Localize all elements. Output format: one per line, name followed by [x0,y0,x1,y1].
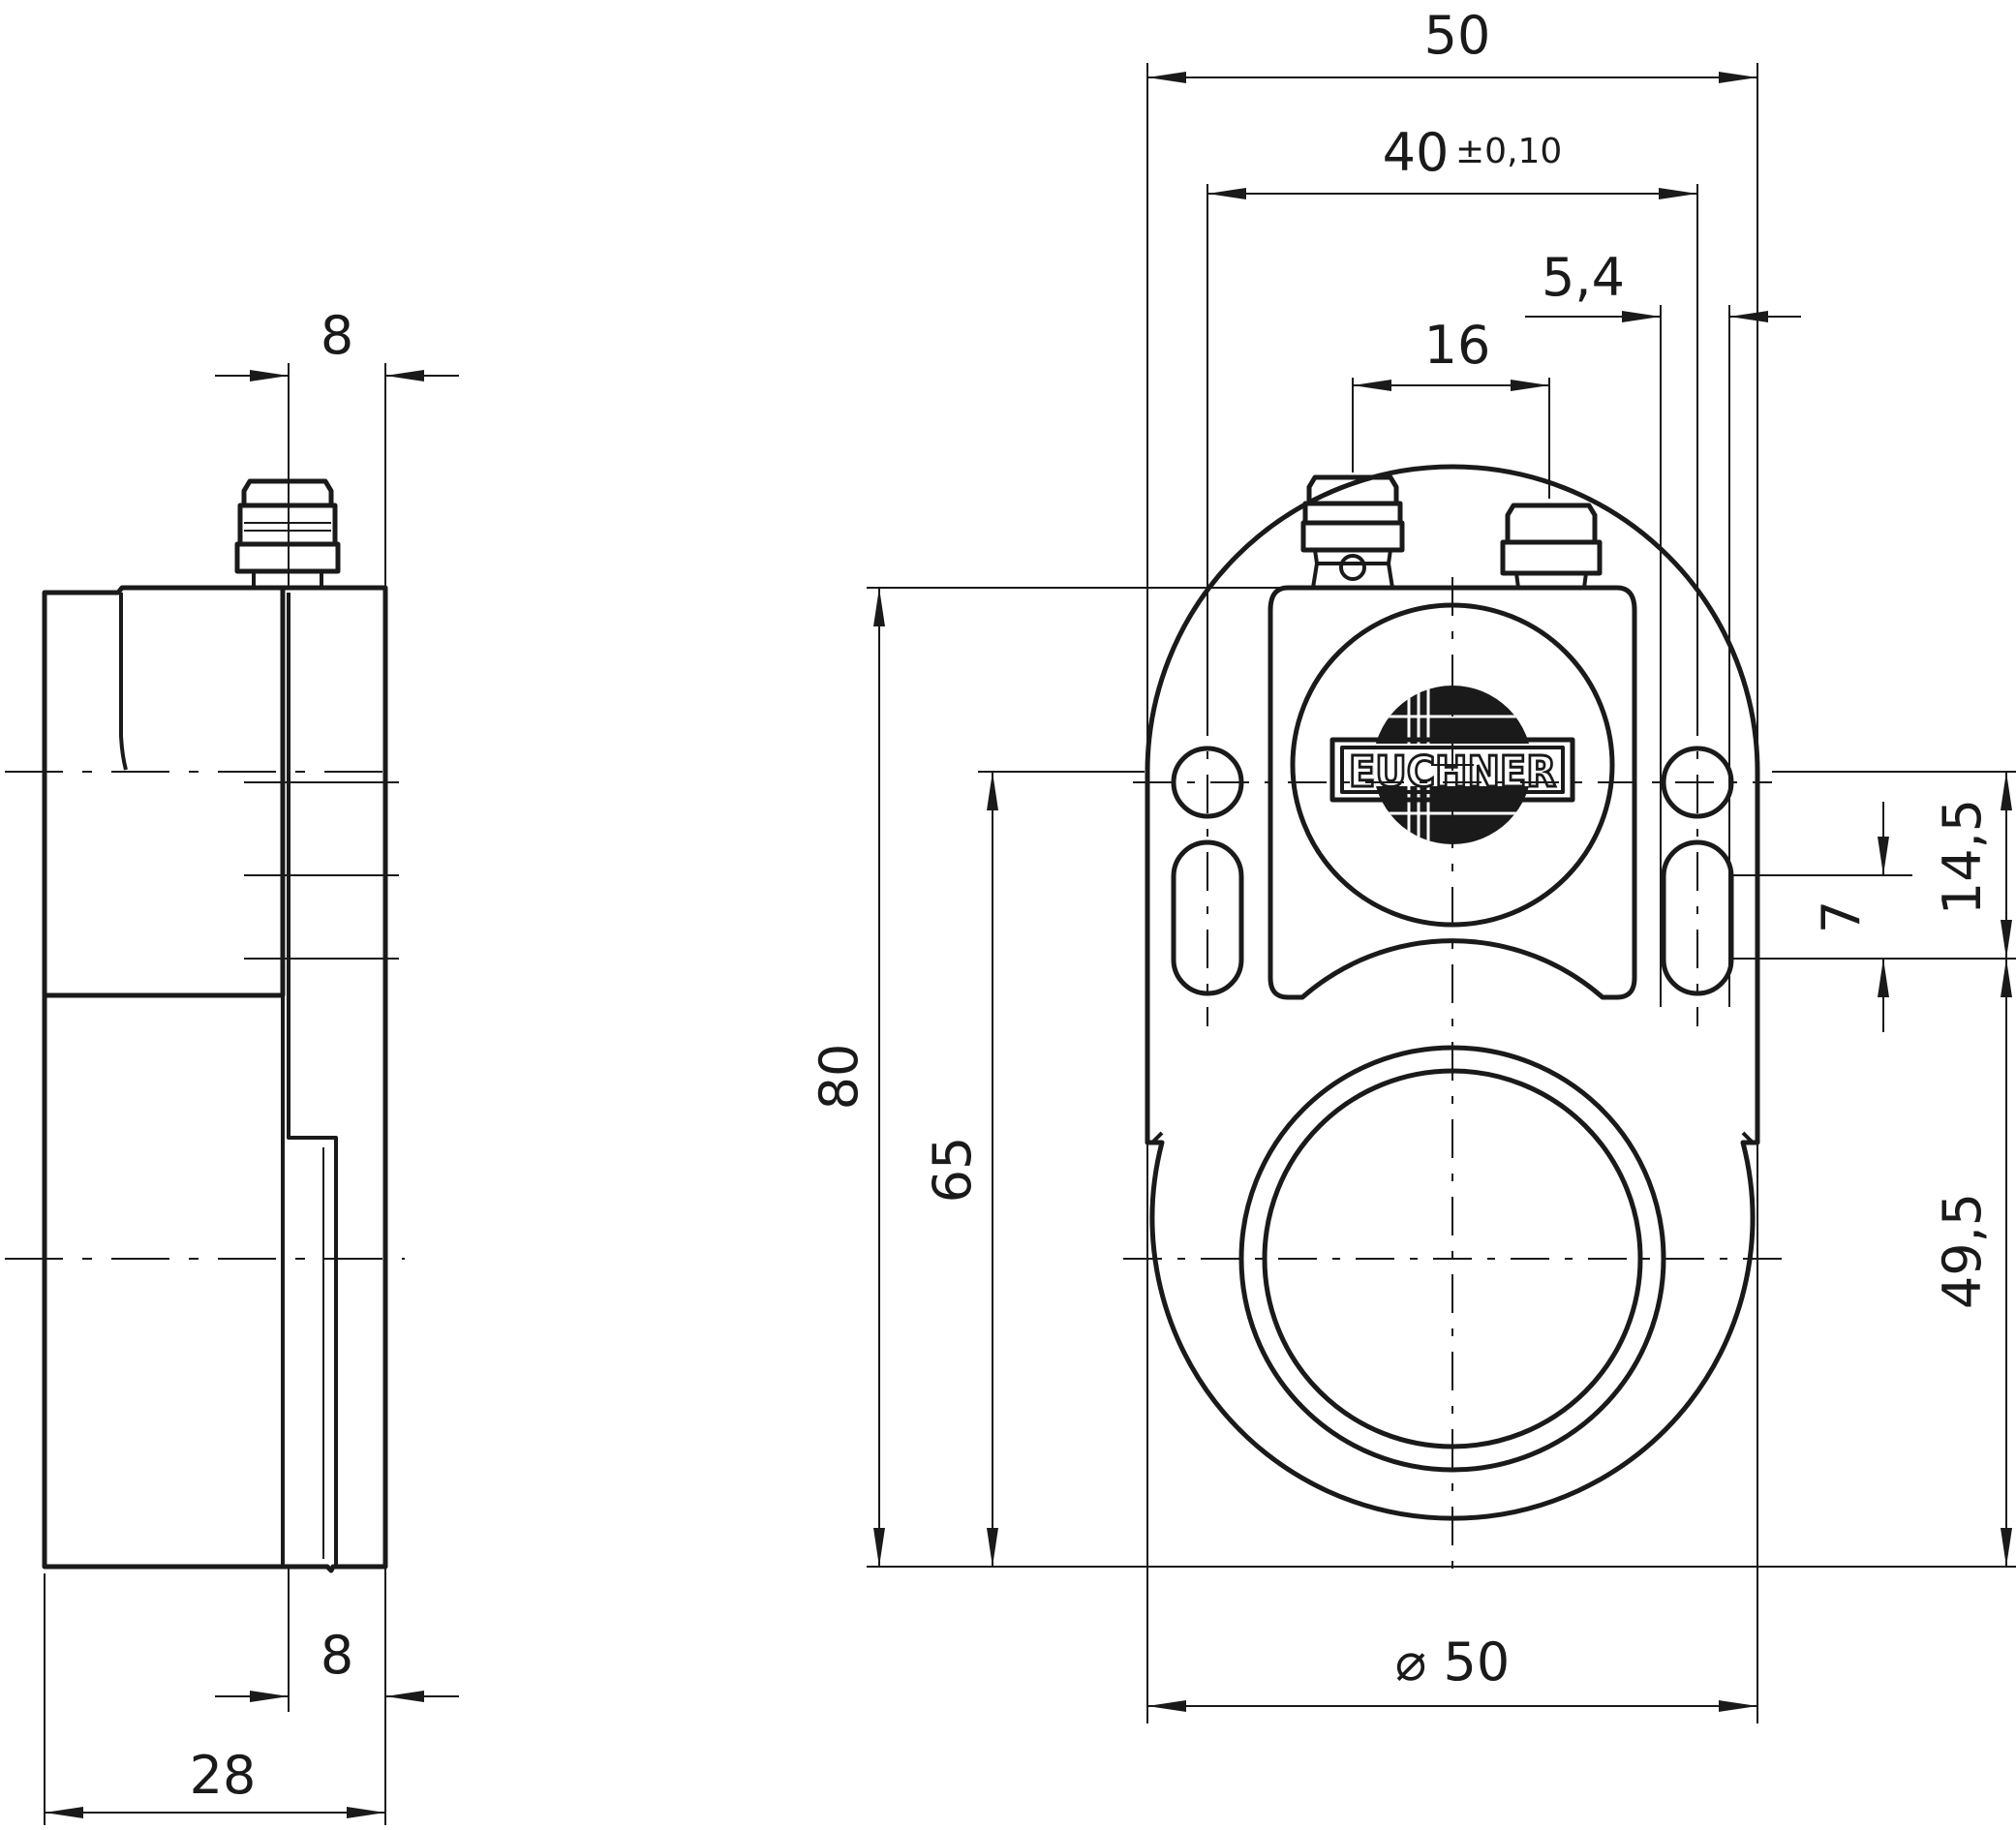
front-housing-outline [1145,464,1760,1521]
dim-front-50-top: 50 [1424,5,1491,66]
dim-front-7: 7 [1811,900,1872,933]
side-view: 8 8 28 [5,305,459,1825]
dim-front-40: 40 [1383,122,1450,183]
front-connector-right [1500,503,1603,590]
dim-side-bottom-8: 8 [321,1625,353,1686]
side-body-outline [42,585,388,1573]
dim-side-28: 28 [190,1745,257,1806]
mounting-slot-left [1171,839,1244,996]
front-view: EUCHNER 50 40 ±0,10 [809,5,2016,1723]
dim-front-diameter-50: ⌀ 50 [1395,1632,1510,1693]
dim-front-14-5: 14,5 [1932,799,1993,915]
mounting-slot-right [1661,839,1734,996]
dim-front-40-tolerance: ±0,10 [1455,132,1562,171]
front-connector-left [1300,474,1405,589]
dim-front-16: 16 [1424,315,1491,376]
dim-front-5-4: 5,4 [1542,247,1625,308]
dim-front-49-5: 49,5 [1932,1193,1993,1309]
dim-front-80: 80 [809,1044,870,1111]
front-inner-plate [1268,585,1637,1000]
dim-side-top-8: 8 [321,305,353,366]
dim-front-65: 65 [922,1137,983,1204]
